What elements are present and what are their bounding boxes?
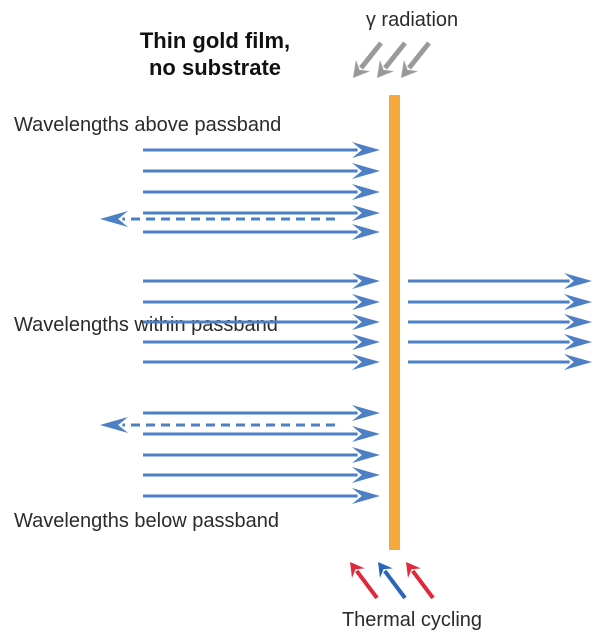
incident-beam-arrow [143,294,380,310]
thermal-arrow-icon [350,562,379,600]
gamma-arrow-icon [401,41,431,78]
incident-beam-arrow [143,273,380,289]
gamma-radiation-label: γ radiation [366,9,458,31]
incident-beam-arrow [143,405,380,421]
transmitted-beam-arrow [408,334,592,350]
transmitted-beam-arrow [408,294,592,310]
gamma-arrow-icon [353,41,383,78]
gold-film [389,95,400,550]
label-within-passband: Wavelengths within passband [14,314,278,336]
thermal-cycling-label: Thermal cycling [342,609,482,631]
incident-beam-arrow [143,488,380,504]
incident-beam-arrow [143,163,380,179]
gamma-radiation-arrows [353,41,431,78]
incident-beam-arrow [143,224,380,240]
transmitted-beam-arrow [408,273,592,289]
label-below-passband: Wavelengths below passband [14,510,279,532]
diagram-title-line-1: Thin gold film, [140,28,290,53]
thermal-cycling-arrows [350,562,435,600]
beams-below-passband [100,405,380,504]
incident-beam-arrow [143,426,380,442]
incident-beam-arrow [143,334,380,350]
incident-beam-arrow [143,205,380,221]
reflected-beam-arrow [100,211,335,227]
incident-beam-arrow [143,354,380,370]
label-above-passband: Wavelengths above passband [14,114,281,136]
beams-within-passband [143,273,592,370]
incident-beam-arrow [143,314,380,330]
incident-beam-arrow [143,184,380,200]
incident-beam-arrow [143,467,380,483]
thermal-arrow-icon [406,562,435,600]
incident-beam-arrow [143,142,380,158]
diagram-title-line-2: no substrate [149,55,281,80]
gamma-arrow-icon [377,41,407,78]
incident-beam-arrow [143,447,380,463]
transmitted-beam-arrow [408,314,592,330]
reflected-beam-arrow [100,417,335,433]
transmitted-beam-arrow [408,354,592,370]
thermal-arrow-icon [378,562,407,600]
beams-above-passband [100,142,380,240]
